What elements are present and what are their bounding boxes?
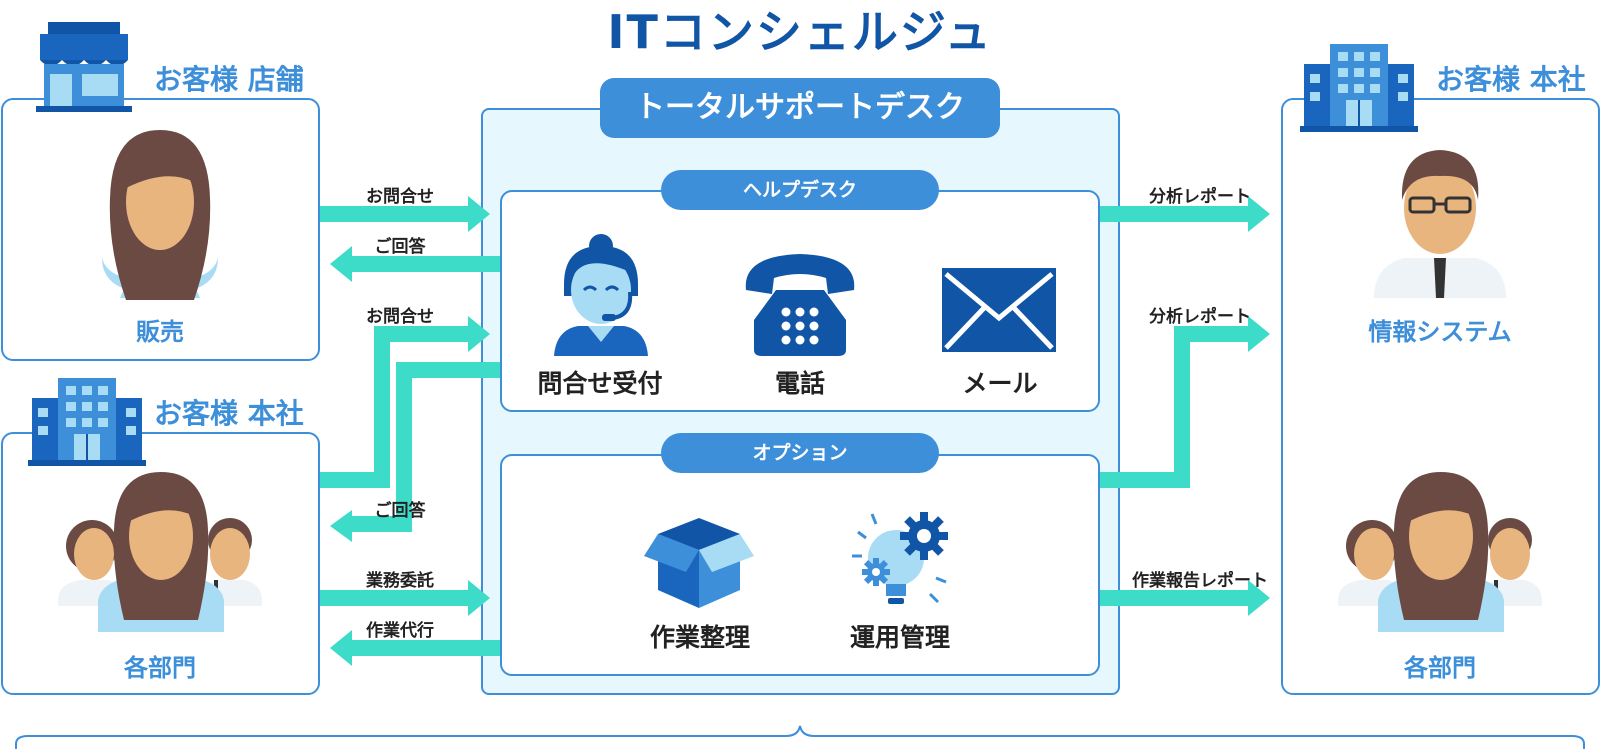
report-1-label: 分析レポート [1115,182,1285,207]
outsourcing-label: 業務委託 [340,566,460,591]
work-report-label: 作業報告レポート [1110,566,1290,591]
proxy-work-label: 作業代行 [340,616,460,641]
report-2-label: 分析レポート [1115,302,1285,327]
hq-inquiry-label: お問合せ [340,302,460,327]
arrow-report-2 [1100,316,1270,488]
store-inquiry-label: お問合せ [340,182,460,207]
hq-answer-label: ご回答 [340,496,460,521]
store-answer-label: ご回答 [340,232,460,257]
bottom-brace [16,726,1584,749]
